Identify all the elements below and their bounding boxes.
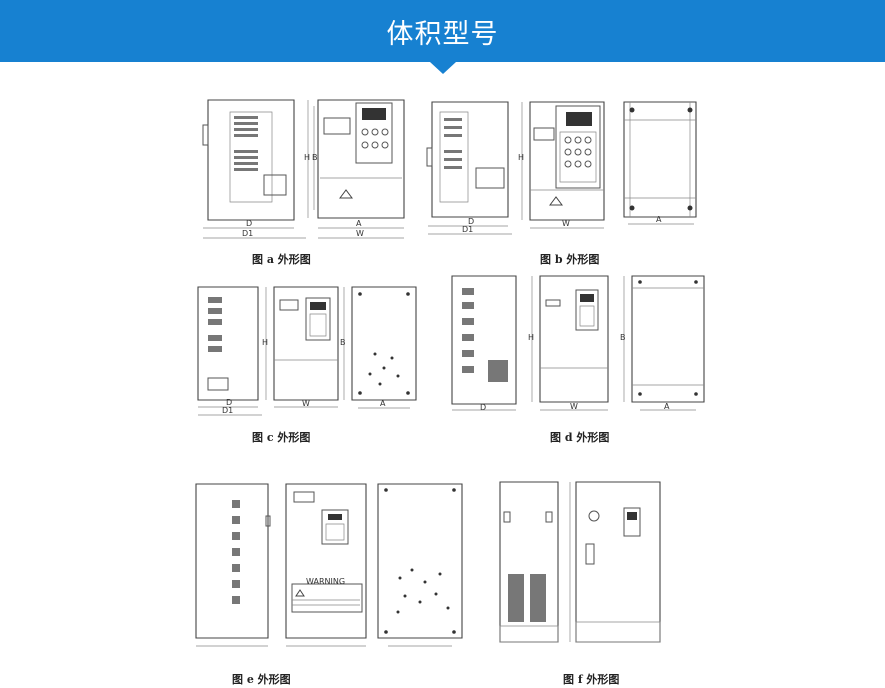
figure-c-back-view: [352, 287, 416, 400]
dim-label-h: H: [304, 153, 310, 162]
dim-label-d1: D1: [462, 225, 473, 234]
figure-f-drawing: [500, 482, 660, 642]
figure-a-drawing: [203, 100, 404, 238]
dim-label-a: A: [356, 219, 362, 228]
figure-d-drawing: [452, 276, 704, 410]
dim-label-d: D: [468, 217, 474, 226]
dim-label-h: H: [262, 338, 268, 347]
warning-label: WARNING: [306, 577, 345, 586]
dim-label-b: B: [620, 333, 626, 342]
dim-label-d: D: [246, 219, 252, 228]
figure-e-drawing: [196, 484, 462, 646]
caption-figure-b: 图 b 外形图: [540, 253, 600, 266]
dim-label-a: A: [664, 402, 670, 411]
dim-label-h: H: [528, 333, 534, 342]
dim-label-d: D: [226, 398, 232, 407]
figure-d-front-view: [540, 276, 608, 402]
caption-figure-c: 图 c 外形图: [252, 431, 311, 444]
dim-label-b: B: [340, 338, 346, 347]
page-title: 体积型号: [386, 19, 499, 50]
dim-label-w: W: [562, 219, 570, 228]
caption-figure-e: 图 e 外形图: [232, 673, 291, 686]
figure-f-front-view: [576, 482, 660, 642]
dim-label-d1: D1: [222, 406, 233, 415]
figure-c-drawing: [198, 287, 416, 415]
dim-label-a: A: [380, 399, 386, 408]
caption-figure-d: 图 d 外形图: [550, 431, 610, 444]
dim-label-w: W: [356, 229, 364, 238]
caption-figure-f: 图 f 外形图: [563, 673, 620, 686]
dim-label-b: B: [312, 153, 318, 162]
dim-label-d1: D1: [242, 229, 253, 238]
figure-a-side-view: [208, 100, 294, 220]
banner-notch: [430, 62, 456, 74]
figure-d-back-view: [632, 276, 704, 402]
figure-e-side-view: [196, 484, 268, 638]
figure-b-drawing: [427, 102, 696, 234]
dim-label-d: D: [480, 403, 486, 412]
caption-figure-a: 图 a 外形图: [252, 253, 311, 266]
header-banner: 体积型号: [0, 0, 885, 62]
dim-label-a: A: [656, 215, 662, 224]
dim-label-w: W: [302, 399, 310, 408]
dim-label-h: H: [518, 153, 524, 162]
figure-a-front-view: [318, 100, 404, 218]
figure-e-back-view: [378, 484, 462, 638]
dim-label-w: W: [570, 402, 578, 411]
